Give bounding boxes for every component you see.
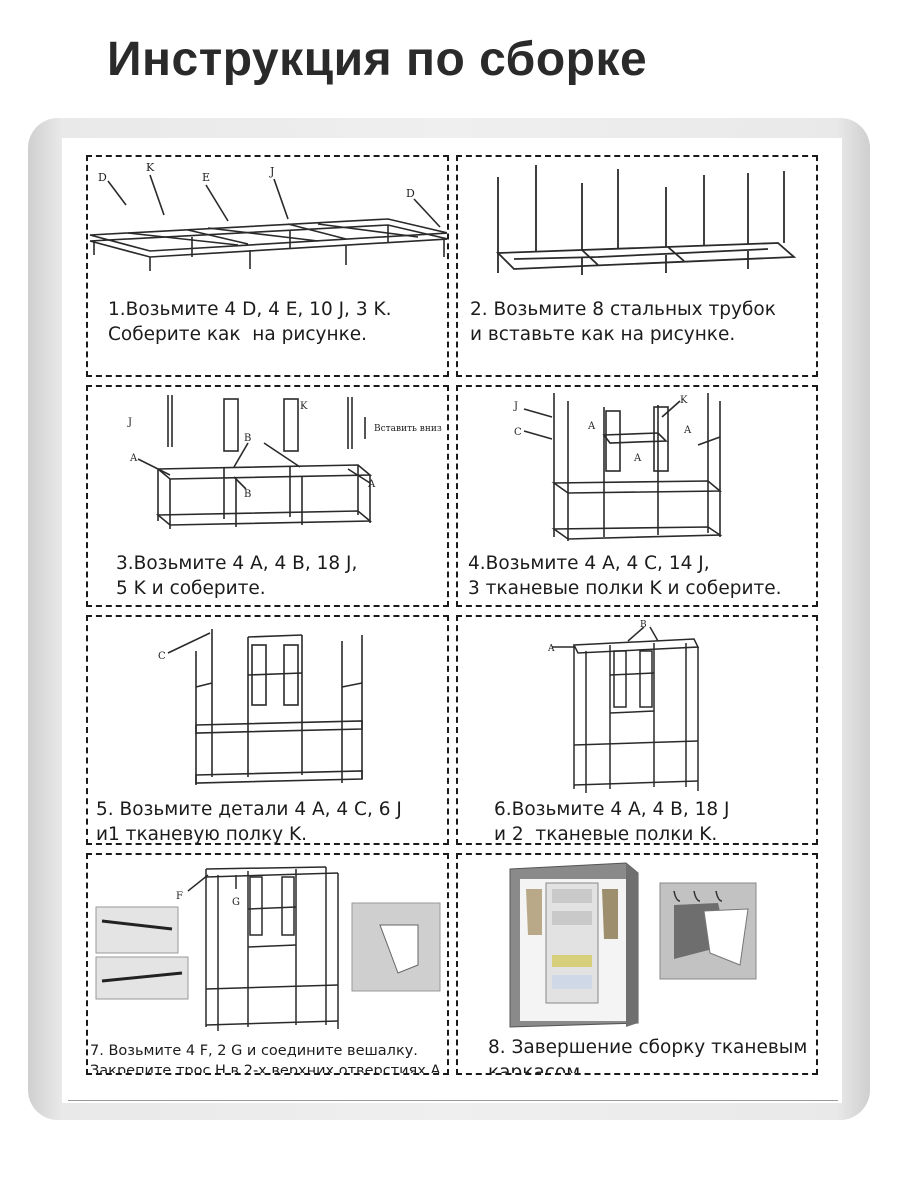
label-e: E [202,171,210,184]
label-j: J [513,401,518,412]
step-2-caption: 2. Возьмите 8 стальных трубок и вставьте… [470,299,776,345]
page-title: Инструкция по сборке [107,33,648,86]
step-1-caption: 1.Возьмите 4 D, 4 E, 10 J, 3 K. Соберите… [108,299,392,345]
label-k: K [680,395,688,406]
step-7-caption: 7. Возьмите 4 F, 2 G и соедините вешалку… [90,1043,441,1075]
label-b: B [244,433,251,444]
label-b: B [244,489,251,500]
insert-down-note: Вставить вниз [374,424,442,434]
step-3-caption: 3.Возьмите 4 A, 4 B, 18 J, 5 K и соберит… [116,553,358,599]
detail-photo-f [95,906,179,954]
step-3-illustration: J K B A B A Вставить вниз [127,395,442,529]
step-8-caption: 8. Завершение сборку тканевым каркасом. [488,1037,808,1075]
step-3-panel: J K B A B A Вставить вниз 3.Возьмите 4 A… [86,385,449,607]
label-b: B [640,620,647,630]
label-a: A [683,425,692,436]
step-5-caption: 5. Возьмите детали 4 A, 4 C, 6 J и1 ткан… [96,799,402,845]
label-a: A [633,453,642,464]
label-f: F [176,891,183,902]
label-d: D [406,187,415,200]
step-2-illustration [495,165,797,275]
label-k: K [300,401,308,412]
label-d: D [98,171,107,184]
finished-wardrobe [509,862,639,1028]
step-4-illustration: J C A K A A [513,393,723,541]
step-5-panel: C 5. Возьмите детали 4 A, 4 C, 6 J и1 тк… [86,615,449,845]
label-a: A [587,421,596,432]
step-1-illustration: D K E J D [89,161,447,271]
label-k: K [146,161,155,174]
step-4-caption: 4.Возьмите 4 A, 4 C, 14 J, 3 тканевые по… [468,553,782,599]
label-j: J [127,417,132,428]
step-6-panel: A B 6.Возьмите 4 A, 4 B, 18 J и 2 тканев… [456,615,818,845]
label-a: A [367,479,376,490]
step-8-panel: 8. Завершение сборку тканевым каркасом. [456,853,818,1075]
label-c: C [158,651,166,662]
step-2-panel: 2. Возьмите 8 стальных трубок и вставьте… [456,155,818,377]
step-4-panel: J C A K A A 4.Возьмите 4 A, 4 C, 14 J, 3… [456,385,818,607]
step-7-illustration: F G [95,866,441,1031]
label-c: C [514,427,522,438]
step-7-panel: F G 7. Возьмите 4 F, 2 G и соедините веш… [86,853,449,1075]
divider-line [68,1100,838,1101]
label-a: A [547,644,555,654]
label-j: J [269,165,274,178]
label-a: A [129,453,138,464]
step-8-illustration [509,862,757,1028]
label-g: G [232,897,240,908]
step-6-caption: 6.Возьмите 4 A, 4 B, 18 J и 2 тканевые п… [494,799,730,845]
step-1-panel: D K E J D 1.Возьмите 4 D, 4 E, 10 J, 3 K… [86,155,449,377]
step-6-illustration: A B [547,620,700,793]
step-5-illustration: C [158,629,363,785]
